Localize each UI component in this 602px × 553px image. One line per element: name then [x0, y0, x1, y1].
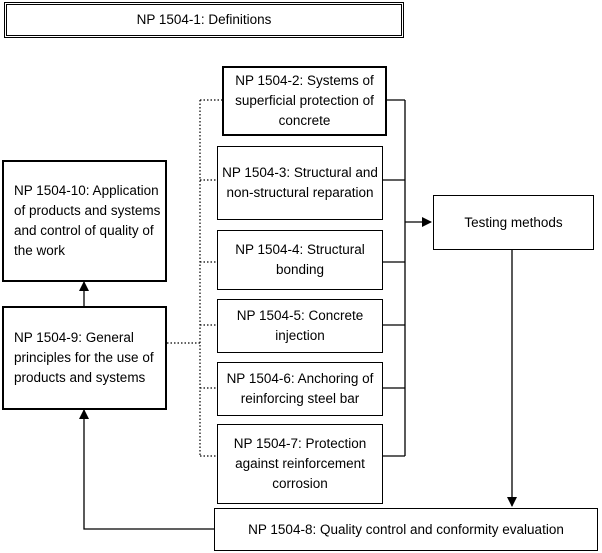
np1504-8-label: NP 1504-8: Quality control and conformit…: [248, 521, 564, 537]
np1504-8-box: NP 1504-8: Quality control and conformit…: [214, 508, 598, 551]
np1504-6-box: NP 1504-6: Anchoring of reinforcing stee…: [217, 362, 383, 416]
np1504-2-label: NP 1504-2: Systems of superficial protec…: [235, 73, 374, 128]
np1504-6-label: NP 1504-6: Anchoring of reinforcing stee…: [226, 371, 374, 406]
np1504-9-box: NP 1504-9: General principles for the us…: [2, 306, 167, 410]
testing-methods-label: Testing methods: [464, 214, 563, 230]
np1504-3-box: NP 1504-3: Structural and non-structural…: [217, 146, 383, 220]
testing-methods-box: Testing methods: [433, 195, 594, 250]
np1504-2-box: NP 1504-2: Systems of superficial protec…: [222, 66, 387, 136]
solid-connectors: [79, 99, 517, 530]
np1504-1-definitions-box: NP 1504-1: Definitions: [4, 2, 404, 38]
np1504-4-label: NP 1504-4: Structural bonding: [235, 242, 365, 277]
np1504-1-label: NP 1504-1: Definitions: [136, 12, 272, 27]
np1504-5-box: NP 1504-5: Concrete injection: [217, 299, 383, 353]
np1504-9-label: NP 1504-9: General principles for the us…: [14, 330, 154, 385]
np1504-10-label: NP 1504-10: Application of products and …: [14, 183, 161, 258]
np1504-7-label: NP 1504-7: Protection against reinforcem…: [233, 436, 367, 491]
np1504-10-box: NP 1504-10: Application of products and …: [2, 160, 167, 282]
dotted-connectors: [167, 99, 222, 457]
np1504-7-box: NP 1504-7: Protection against reinforcem…: [217, 424, 383, 504]
np1504-5-label: NP 1504-5: Concrete injection: [236, 308, 364, 343]
np1504-3-label: NP 1504-3: Structural and non-structural…: [222, 165, 378, 200]
np1504-4-box: NP 1504-4: Structural bonding: [217, 230, 383, 290]
